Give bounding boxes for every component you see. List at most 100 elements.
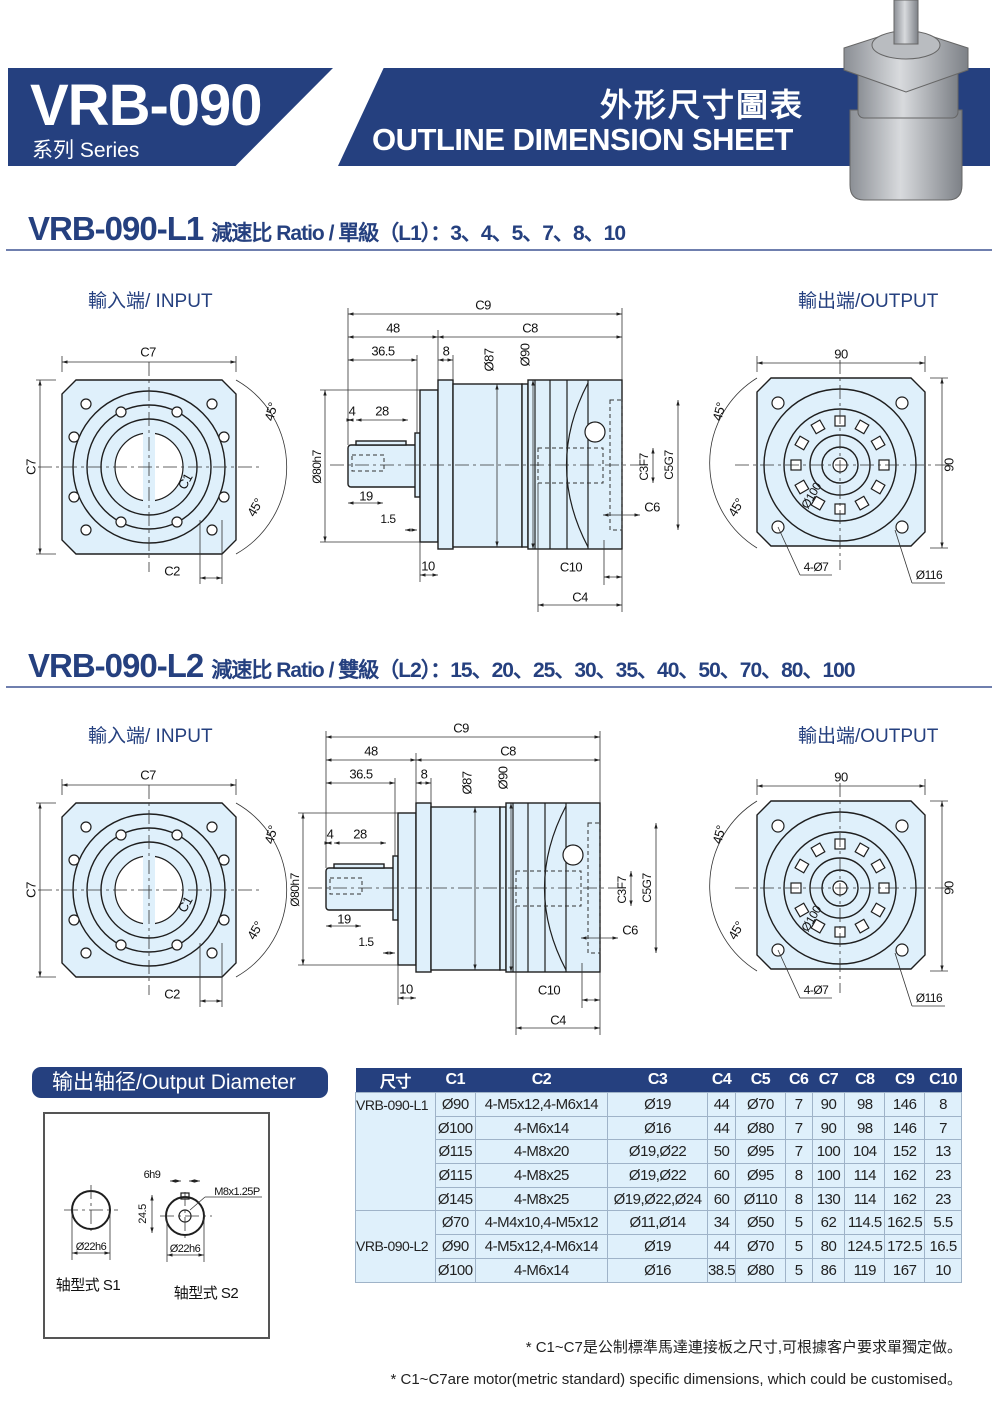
- cell-c10: 5.5: [924, 1210, 962, 1236]
- dim-d80h7: Ø80h7: [310, 449, 324, 483]
- dim-angle-a: 45°: [709, 401, 728, 423]
- input-label-l2: 輸入端/ INPUT: [88, 726, 213, 747]
- column-header-c9: C9: [884, 1068, 925, 1093]
- bolt-hole-icon: [171, 406, 183, 418]
- dim-1-5: 1.5: [358, 935, 374, 949]
- s2-key: 6h9: [144, 1169, 161, 1181]
- bolt-hole-icon: [68, 491, 80, 503]
- dim-c7-top: C7: [140, 344, 156, 359]
- cell-c10: 7: [924, 1115, 962, 1141]
- cell-c7: 130: [811, 1186, 846, 1212]
- bolt-hole-icon: [206, 398, 218, 410]
- dim-10: 10: [421, 558, 435, 573]
- dim-c1: C1: [175, 471, 196, 492]
- mount-hole-icon: [895, 396, 909, 410]
- footnote-cn: * C1~C7是公制標準馬達連接板之尺寸,可根據客户要求單獨定做。: [525, 1339, 962, 1356]
- dim-d80h7: Ø80h7: [288, 872, 302, 906]
- cell-c6: 5: [784, 1210, 813, 1236]
- bolt-hole-icon: [115, 829, 127, 841]
- cell-c3: Ø19,Ø22,Ø24: [607, 1186, 708, 1212]
- cell-c6: 5: [784, 1257, 813, 1283]
- dim-c2: C2: [164, 986, 180, 1001]
- cell-c9: 146: [884, 1092, 926, 1117]
- cell-c10: 16.5: [924, 1234, 962, 1259]
- dim-angle-b: 45°: [244, 919, 266, 942]
- window-slot: [810, 419, 826, 435]
- bolt-hole-icon: [115, 939, 127, 951]
- dim-28: 28: [375, 403, 389, 418]
- s2-height: 24.5: [137, 1204, 149, 1224]
- dim-c5: C5G7: [640, 873, 654, 903]
- cell-c3: Ø19: [607, 1234, 708, 1259]
- drawing-line: [521, 383, 529, 548]
- cell-c8: 114: [844, 1163, 886, 1188]
- cell-c1: Ø70: [434, 1210, 476, 1236]
- bolt-hole-icon: [206, 821, 218, 833]
- column-header-c1: C1: [435, 1068, 476, 1093]
- cell-c2: 4-M8x25: [474, 1163, 609, 1188]
- angle-arc: [235, 379, 288, 555]
- dim-d90: Ø90: [517, 343, 532, 366]
- dim-d90: Ø90: [495, 766, 510, 789]
- cell-c7: 80: [811, 1234, 846, 1259]
- output-diameter-box: [43, 1112, 270, 1339]
- cell-c9: 162: [884, 1163, 926, 1188]
- cell-c1: Ø115: [434, 1163, 476, 1188]
- dim-angle-b: 45°: [725, 919, 747, 942]
- cell-c1: Ø100: [434, 1257, 476, 1283]
- cell-c2: 4-M8x20: [474, 1139, 609, 1165]
- divider: [6, 249, 992, 251]
- dim-90-top: 90: [834, 346, 848, 361]
- dim-c8: C8: [522, 320, 538, 335]
- dim-4: 4: [327, 826, 334, 841]
- cell-c8: 114: [844, 1186, 886, 1212]
- cell-c3: Ø16: [607, 1257, 708, 1283]
- dim-90-side: 90: [941, 881, 956, 895]
- divider: [6, 686, 992, 688]
- dim-d87: Ø87: [459, 771, 474, 794]
- cell-c3: Ø19: [607, 1092, 708, 1117]
- window-slot: [810, 918, 826, 934]
- dim-90-side: 90: [941, 458, 956, 472]
- s2-thread: M8x1.25P: [214, 1186, 260, 1198]
- cell-c4: 50: [706, 1139, 737, 1165]
- output-diameter-title: 输出轴径/Output Diameter: [32, 1067, 328, 1098]
- dim-angle-a: 45°: [261, 401, 280, 423]
- flange: [415, 802, 432, 973]
- dim-90-top: 90: [834, 769, 848, 784]
- cell-c7: 100: [811, 1163, 846, 1188]
- drawing-line: [894, 952, 913, 1007]
- dim-c6: C6: [644, 499, 660, 514]
- dim-d116: Ø116: [916, 991, 943, 1005]
- dim-angle-b: 45°: [725, 496, 747, 519]
- vent-hole-icon: [584, 421, 606, 443]
- dim-angle-a: 45°: [261, 824, 280, 846]
- output-label-l1: 輸出端/OUTPUT: [798, 291, 939, 312]
- dim-19: 19: [337, 911, 351, 926]
- cell-c1: Ø90: [434, 1092, 476, 1117]
- dim-28: 28: [353, 826, 367, 841]
- cell-c10: 13: [924, 1139, 962, 1165]
- cell-c2: 4-M8x25: [474, 1186, 609, 1212]
- dim-36-5: 36.5: [371, 343, 395, 358]
- bolt-hole-icon: [206, 524, 218, 536]
- cell-c3: Ø16: [607, 1115, 708, 1141]
- bolt-hole-icon: [218, 431, 230, 443]
- column-header-c7: C7: [812, 1068, 845, 1093]
- s1-diameter: Ø22h6: [76, 1241, 107, 1253]
- cell-c9: 162: [884, 1186, 926, 1212]
- cell-c9: 167: [884, 1257, 926, 1283]
- dim-d87: Ø87: [481, 348, 496, 371]
- cell-c1: Ø145: [434, 1186, 476, 1212]
- cell-c5: Ø70: [735, 1092, 786, 1117]
- dim-4: 4: [349, 403, 356, 418]
- dim-c3: C3F7: [637, 453, 651, 481]
